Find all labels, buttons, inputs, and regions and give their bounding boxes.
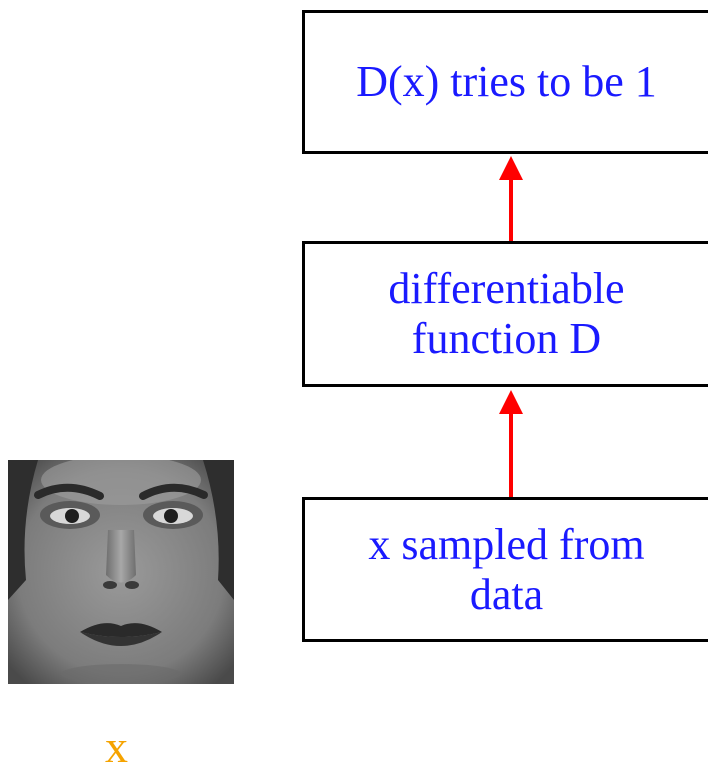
arrow-function-to-output	[499, 156, 523, 241]
input-box: x sampled from data	[302, 497, 708, 642]
output-box: D(x) tries to be 1	[302, 10, 708, 154]
function-box: differentiable function D	[302, 241, 708, 387]
input-text-line1: x sampled from	[368, 519, 645, 569]
output-text: D(x) tries to be 1	[356, 57, 657, 106]
face-image	[8, 460, 234, 684]
function-text-line2: function D	[411, 314, 602, 363]
image-x-label: x	[105, 721, 128, 772]
function-text-line1: differentiable	[388, 264, 625, 313]
arrow-input-to-function	[499, 390, 523, 497]
input-text-line2: data	[469, 569, 544, 619]
